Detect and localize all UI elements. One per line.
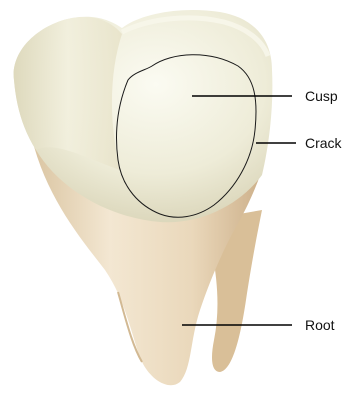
cusp-label: Cusp	[305, 88, 338, 104]
tooth-crown-left-lobe	[14, 17, 122, 170]
crack-label: Crack	[305, 135, 343, 151]
root-label: Root	[305, 317, 335, 333]
